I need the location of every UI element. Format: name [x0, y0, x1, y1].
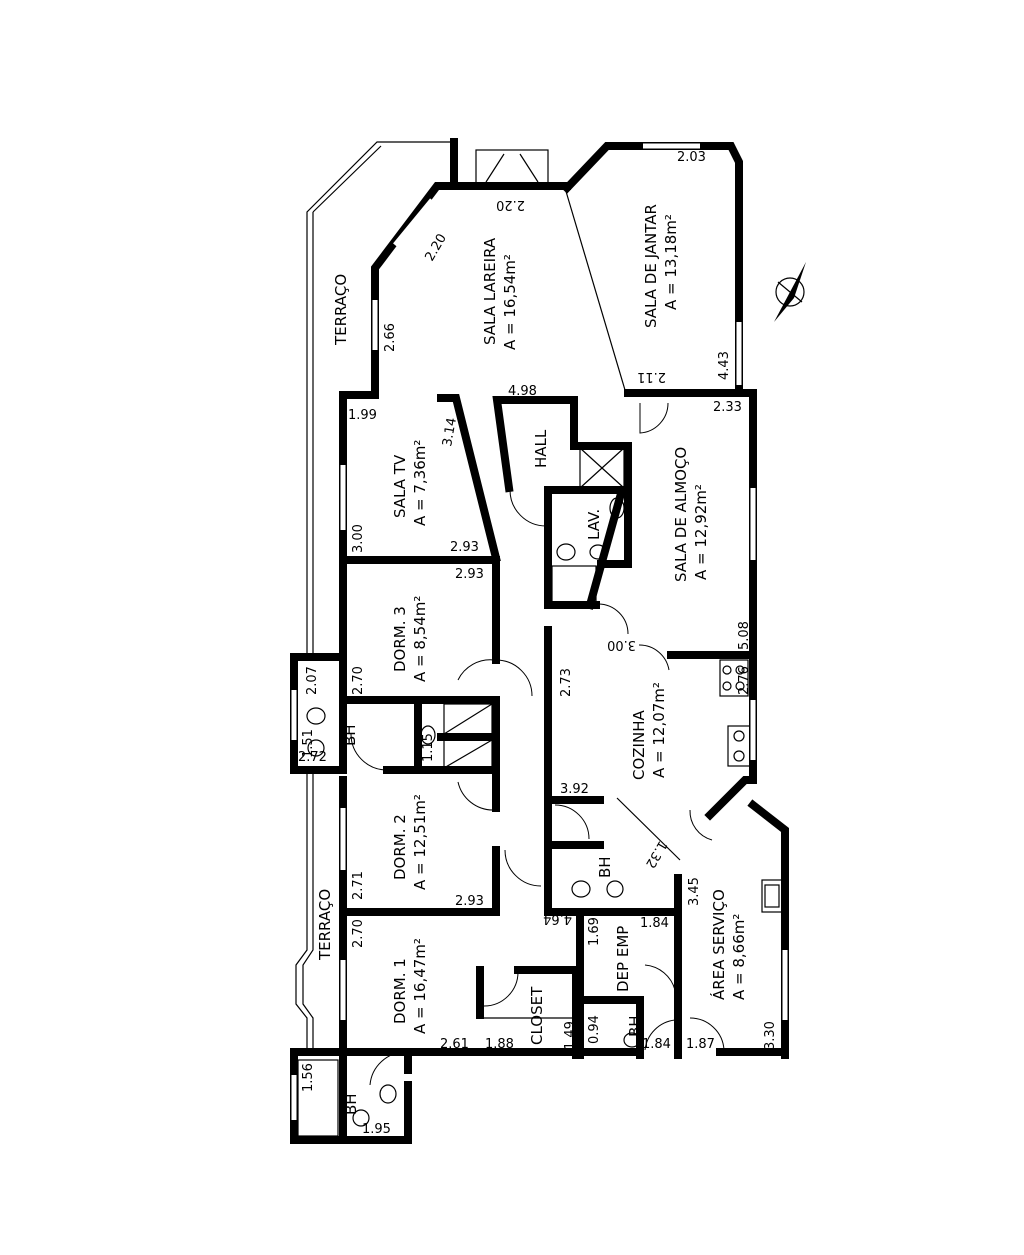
cozinha-area: A = 12,07m²: [650, 682, 668, 778]
toilet-icon: [352, 1109, 370, 1127]
sala-jantar-area: A = 13,18m²: [662, 214, 680, 310]
laundry-tank-icon: [764, 884, 780, 908]
sink-icon: [307, 739, 325, 757]
sala-tv-label: SALA TV: [391, 454, 409, 518]
dim-label: 1.69: [587, 917, 602, 946]
sink-icon: [733, 750, 745, 762]
fixtures: [306, 497, 780, 1127]
dim-label: 2.03: [677, 150, 706, 165]
dim-label: 3.00: [607, 637, 636, 652]
windows: [291, 142, 788, 1120]
dorm1-area: A = 16,47m²: [411, 938, 429, 1034]
dorm2-label: DORM. 2: [391, 814, 409, 880]
bh-suite-label: BH: [342, 1093, 360, 1115]
dim-label: 1.87: [686, 1037, 715, 1052]
dim-label: 0.94: [587, 1015, 602, 1044]
sala-lareira-label: SALA LAREIRA: [481, 237, 499, 345]
doors: [350, 402, 725, 1086]
dim-label: 2.11: [637, 369, 666, 384]
dep-emp-label: DEP EMP: [614, 926, 632, 992]
dim-label: 1.99: [348, 408, 377, 423]
bh-left-label: BH: [341, 724, 359, 746]
toilet-icon: [556, 543, 576, 561]
dim-label: 5.08: [737, 621, 752, 650]
dorm1-label: DORM. 1: [391, 958, 409, 1024]
dim-label: 2.70: [351, 666, 366, 695]
closet-label: CLOSET: [528, 986, 546, 1045]
dim-label: 2.33: [713, 400, 742, 415]
dim-label: 3.00: [351, 524, 366, 553]
dim-label: 2.93: [450, 540, 479, 555]
toilet-icon: [623, 1032, 641, 1048]
dim-label: 2.72: [298, 750, 327, 765]
dim-label: 2.07: [305, 666, 320, 695]
dim-label: 2.70: [351, 919, 366, 948]
dim-label: 1.88: [485, 1037, 514, 1052]
area-servico-area: A = 8,66m²: [730, 914, 748, 1000]
terraco-top-label: TERRAÇO: [332, 274, 350, 346]
dim-label: 2.71: [351, 871, 366, 900]
bh-emp-label: BH: [596, 856, 614, 878]
dim-label: 2.66: [383, 323, 398, 352]
dorm3-label: DORM. 3: [391, 606, 409, 672]
bh-dep-label: BH: [626, 1015, 644, 1037]
stove-burner-icon: [722, 665, 732, 675]
terraco-bottom-label: TERRAÇO: [316, 889, 334, 961]
sala-almoco-label: SALA DE ALMOÇO: [672, 447, 690, 582]
sink-icon: [379, 1084, 397, 1104]
dim-label: 2.20: [422, 231, 449, 264]
dim-label: 3.45: [687, 877, 702, 906]
dorm3-area: A = 8,54m²: [411, 596, 429, 682]
dim-label: 1.15: [421, 733, 436, 762]
sink-icon: [606, 880, 624, 898]
toilet-icon: [571, 880, 591, 898]
toilet-icon: [609, 497, 625, 519]
dim-label: 3.14: [440, 417, 460, 448]
area-servico-label: ÁREA SERVIÇO: [709, 889, 728, 1000]
dim-label: 4.43: [717, 351, 732, 380]
dim-label: 1.84: [640, 916, 669, 931]
room-labels: TERRAÇO TERRAÇO SALA LAREIRA A = 16,54m²…: [316, 204, 748, 1115]
dim-label: 1.51: [301, 729, 316, 758]
dim-label: 4.98: [508, 384, 537, 399]
terrace-outline: [295, 141, 454, 1050]
thin-lines: [297, 149, 783, 1137]
dim-label: 2.73: [559, 668, 574, 697]
north-arrow-icon: [774, 262, 806, 322]
sink-icon: [420, 725, 436, 745]
dim-label: 2.76: [737, 666, 752, 695]
dim-label: 1.32: [642, 838, 669, 871]
lav-label: LAV.: [585, 509, 603, 540]
walls: [290, 138, 789, 1144]
dim-label: 3.92: [560, 782, 589, 797]
hall-label: HALL: [532, 429, 550, 468]
stove-burner-icon: [722, 681, 732, 691]
dim-label: 3.30: [763, 1021, 778, 1050]
dim-label: 2.93: [455, 894, 484, 909]
dim-label: 1.84: [642, 1037, 671, 1052]
sala-almoco-area: A = 12,92m²: [692, 484, 710, 580]
sala-lareira-area: A = 16,54m²: [501, 254, 519, 350]
sala-tv-area: A = 7,36m²: [411, 440, 429, 526]
stove-burner-icon: [735, 665, 745, 675]
sink-icon: [733, 730, 745, 742]
dim-label: 1.95: [362, 1122, 391, 1137]
dim-label: 2.61: [440, 1037, 469, 1052]
toilet-icon: [306, 707, 326, 725]
sink-icon: [589, 544, 607, 560]
cozinha-label: COZINHA: [630, 710, 648, 780]
dim-label: 1.49: [563, 1021, 578, 1050]
dim-label: 2.93: [455, 567, 484, 582]
stove-burner-icon: [735, 681, 745, 691]
sala-jantar-label: SALA DE JANTAR: [642, 204, 660, 328]
dim-label: 4.64: [543, 911, 572, 926]
dim-label: 1.56: [301, 1063, 316, 1092]
dim-label: 2.20: [496, 197, 525, 212]
dorm2-area: A = 12,51m²: [411, 794, 429, 890]
